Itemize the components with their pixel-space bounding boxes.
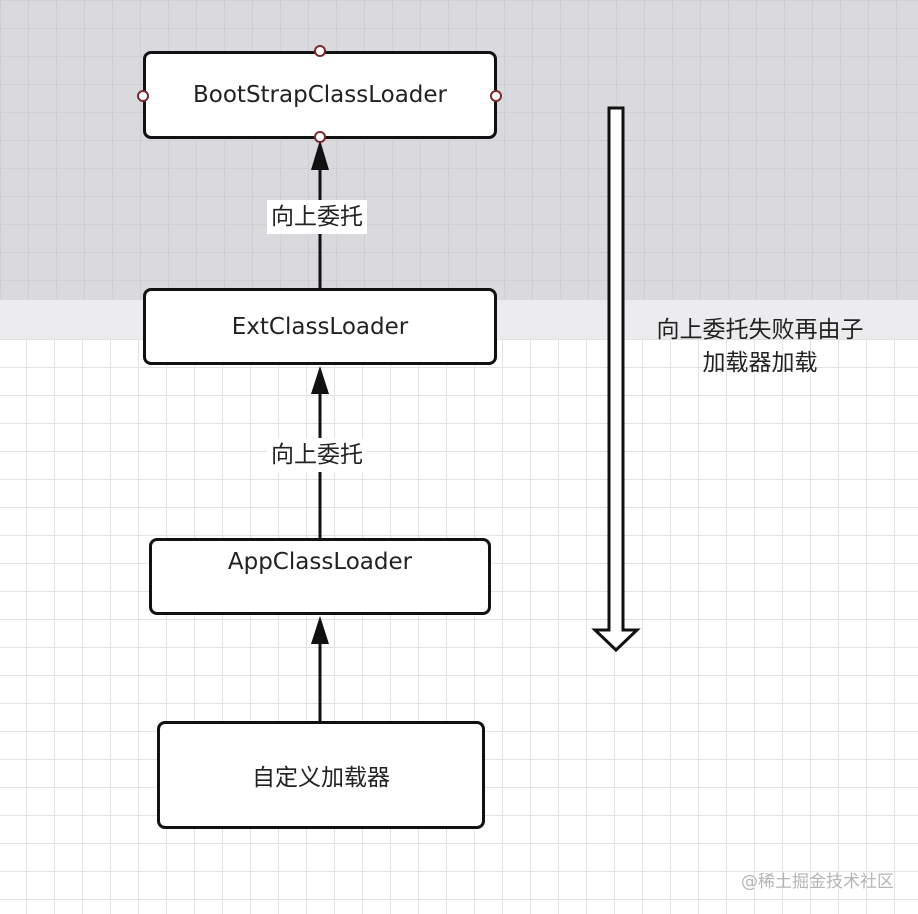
node-app-classloader[interactable]: AppClassLoader xyxy=(149,538,491,615)
connection-handle-bottom[interactable] xyxy=(314,131,326,143)
arrowhead-ext xyxy=(311,366,329,394)
edge-label-app-to-ext: 向上委托 xyxy=(267,438,367,472)
node-ext-label: ExtClassLoader xyxy=(231,313,409,340)
side-note: 向上委托失败再由子 加载器加载 xyxy=(630,314,890,380)
selection-overlay xyxy=(0,0,918,300)
side-note-line-1: 向上委托失败再由子 xyxy=(656,317,864,343)
arrowhead-app xyxy=(311,616,329,644)
watermark: @稀土掘金技术社区 xyxy=(741,872,894,892)
connection-handle-left[interactable] xyxy=(137,90,149,102)
connection-handle-right[interactable] xyxy=(490,90,502,102)
node-bootstrap-label: BootStrapClassLoader xyxy=(193,82,447,108)
connection-handle-top[interactable] xyxy=(314,45,326,57)
delegation-failure-arrow xyxy=(591,106,641,653)
node-custom-label: 自定义加载器 xyxy=(252,765,390,791)
node-bootstrap-classloader[interactable]: BootStrapClassLoader xyxy=(143,51,497,139)
side-note-line-2: 加载器加载 xyxy=(702,350,818,376)
node-custom-classloader[interactable]: 自定义加载器 xyxy=(157,721,485,829)
edge-label-ext-to-bootstrap: 向上委托 xyxy=(267,200,367,234)
arrowhead-bootstrap xyxy=(311,140,329,170)
node-ext-classloader[interactable]: ExtClassLoader xyxy=(143,288,497,365)
node-app-label: AppClassLoader xyxy=(227,549,413,575)
